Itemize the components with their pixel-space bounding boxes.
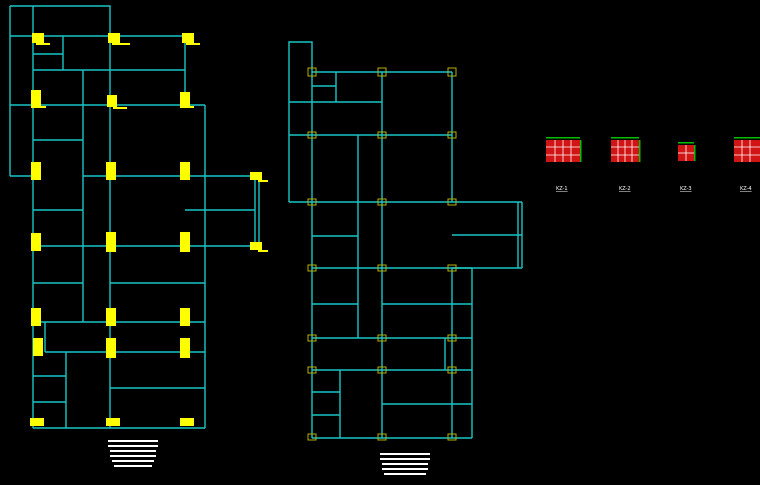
column-tag[interactable] xyxy=(106,232,116,252)
detail-label: KZ-2 xyxy=(619,186,631,192)
column-tag[interactable] xyxy=(180,338,190,358)
column-tag[interactable] xyxy=(107,95,127,109)
middle-plan-title-block xyxy=(380,453,430,475)
column-marker[interactable] xyxy=(307,264,317,272)
column-tag[interactable] xyxy=(182,33,200,45)
column-marker[interactable] xyxy=(307,366,317,374)
column-marker[interactable] xyxy=(447,131,457,139)
column-marker[interactable] xyxy=(377,264,387,272)
detail-kz-3[interactable]: KZ-3 xyxy=(678,142,696,192)
column-tag[interactable] xyxy=(106,418,120,426)
column-tag[interactable] xyxy=(250,242,268,252)
column-tag[interactable] xyxy=(106,162,116,180)
middle-plan-walls xyxy=(288,41,523,439)
column-marker[interactable] xyxy=(307,334,317,342)
column-marker[interactable] xyxy=(377,198,387,206)
column-tag[interactable] xyxy=(106,338,116,358)
column-marker[interactable] xyxy=(377,131,387,139)
column-tag[interactable] xyxy=(31,308,41,326)
column-tag[interactable] xyxy=(31,90,46,108)
detail-label: KZ-3 xyxy=(680,186,692,192)
column-tag[interactable] xyxy=(180,418,194,426)
detail-kz-2[interactable]: KZ-2 xyxy=(611,137,641,192)
detail-kz-4[interactable]: KZ-4 xyxy=(734,137,760,192)
detail-kz-1[interactable]: KZ-1 xyxy=(546,137,582,192)
column-marker[interactable] xyxy=(447,366,457,374)
column-marker[interactable] xyxy=(377,433,387,441)
column-tag[interactable] xyxy=(180,162,190,180)
column-marker[interactable] xyxy=(377,366,387,374)
column-tag[interactable] xyxy=(180,308,190,326)
middle-plan-columns xyxy=(307,67,457,441)
column-tag[interactable] xyxy=(31,162,41,180)
column-marker[interactable] xyxy=(447,433,457,441)
column-marker[interactable] xyxy=(447,67,457,77)
column-section-details: KZ-1 KZ-2 KZ-3 xyxy=(546,137,760,192)
column-marker[interactable] xyxy=(447,198,457,206)
column-tag[interactable] xyxy=(30,418,44,426)
detail-label: KZ-1 xyxy=(556,186,568,192)
left-plan-column-tags xyxy=(30,33,268,426)
column-tag[interactable] xyxy=(33,338,43,356)
column-tag[interactable] xyxy=(180,232,190,252)
column-marker[interactable] xyxy=(447,334,457,342)
column-marker[interactable] xyxy=(377,334,387,342)
column-tag[interactable] xyxy=(31,233,41,251)
column-tag[interactable] xyxy=(250,172,268,182)
column-marker[interactable] xyxy=(307,131,317,139)
column-marker[interactable] xyxy=(307,67,317,77)
column-tag[interactable] xyxy=(108,33,130,45)
column-tag[interactable] xyxy=(180,92,194,108)
detail-label: KZ-4 xyxy=(740,186,752,192)
column-marker[interactable] xyxy=(377,67,387,77)
column-marker[interactable] xyxy=(307,433,317,441)
left-plan-title-block xyxy=(108,440,158,467)
column-tag[interactable] xyxy=(106,308,116,326)
column-tag[interactable] xyxy=(32,33,50,45)
left-floor-plan xyxy=(9,5,268,467)
column-marker[interactable] xyxy=(307,198,317,206)
middle-floor-plan xyxy=(288,41,523,475)
column-marker[interactable] xyxy=(447,264,457,272)
